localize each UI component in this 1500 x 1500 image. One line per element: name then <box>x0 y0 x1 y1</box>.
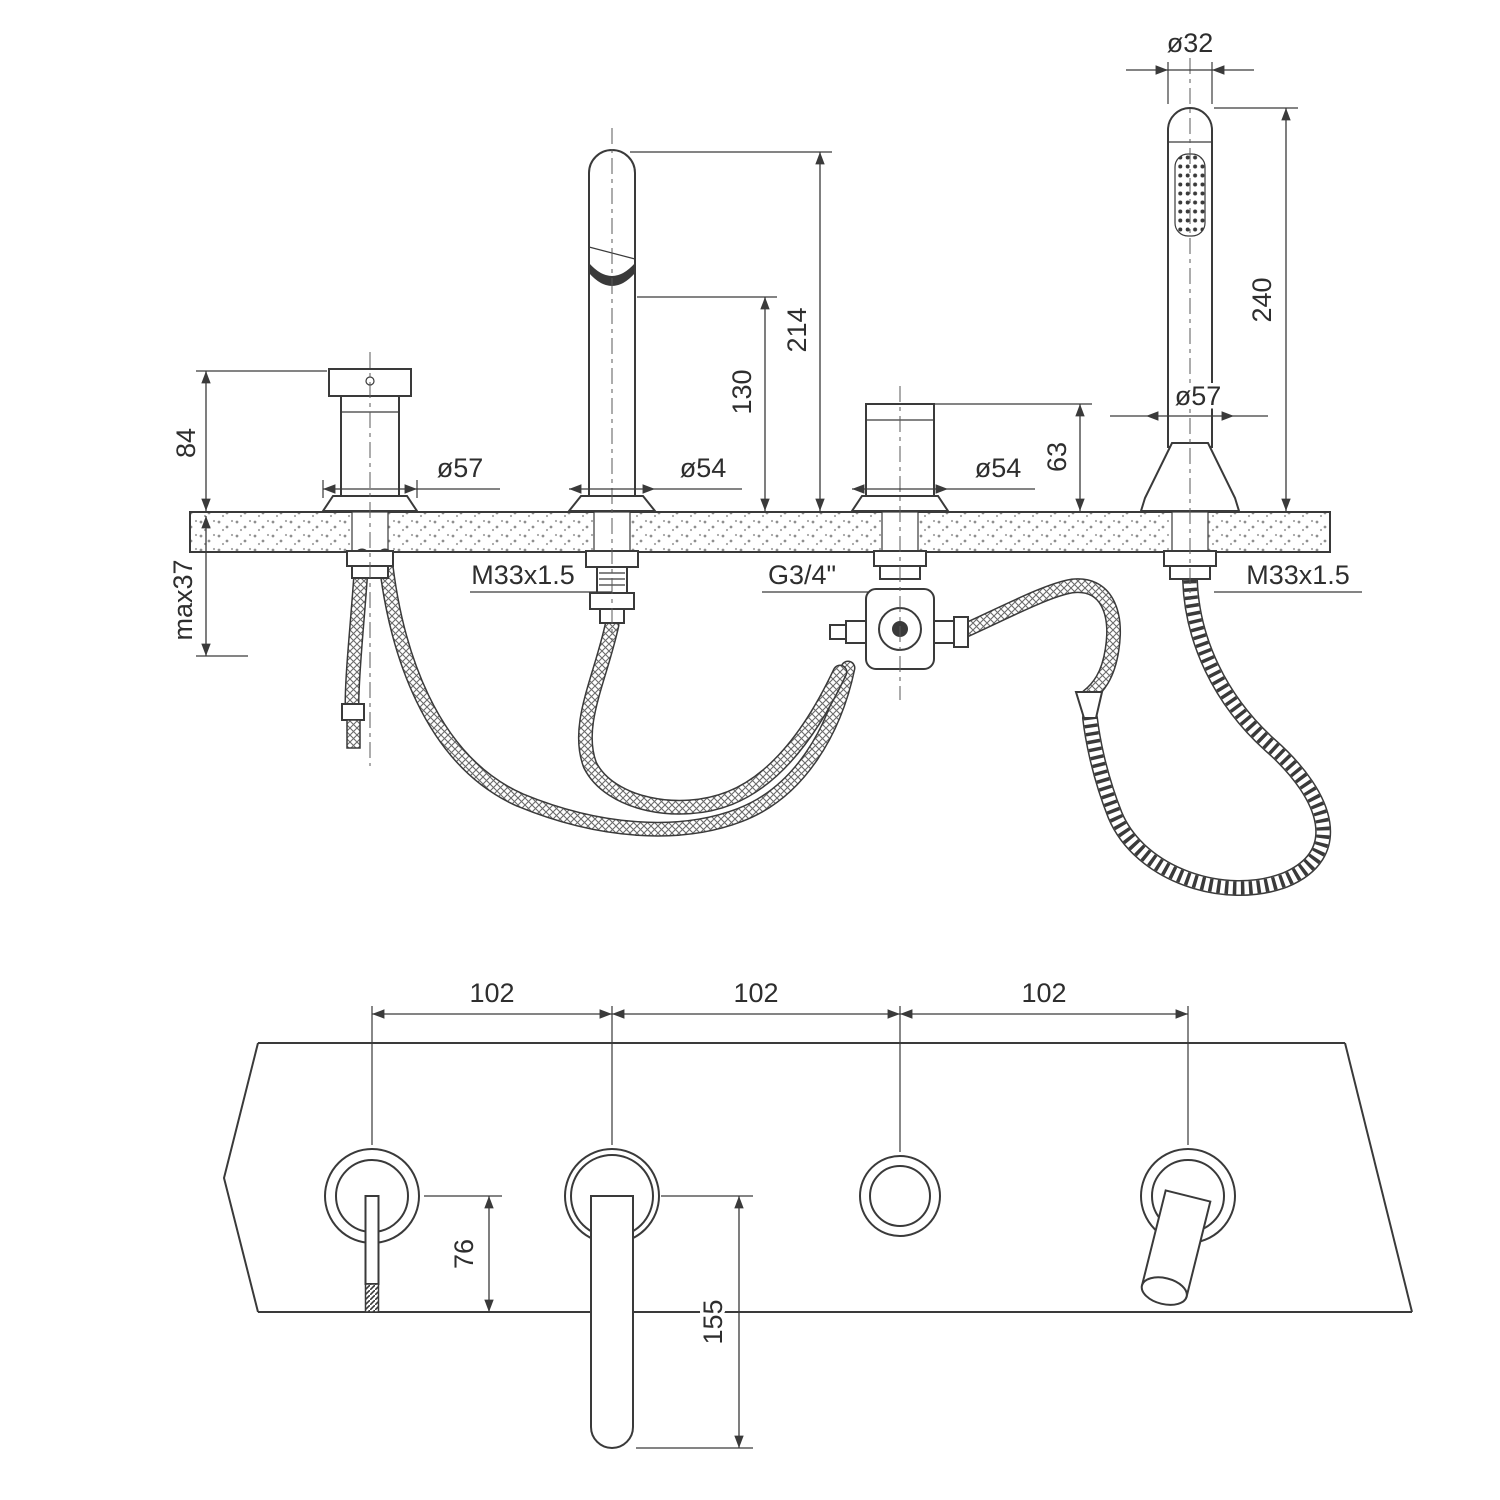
dim-label-holder-dia: ø57 <box>1175 381 1222 411</box>
plan-view: 102 102 102 76 155 <box>222 975 1413 1449</box>
hoses <box>341 548 1332 896</box>
dim-label-handle-dia: ø57 <box>437 453 484 483</box>
dim-label-lever-reach: 76 <box>449 1239 479 1269</box>
dim-label-spout-total-height: 214 <box>782 307 812 352</box>
thread-label-shower: M33x1.5 <box>1246 560 1350 590</box>
dim-label-deck-max: max37 <box>168 559 198 640</box>
hose-tail <box>346 719 361 749</box>
spout-outlet <box>589 263 635 286</box>
hose-cone-fitting <box>1074 691 1104 719</box>
dim-label-shower-length: 240 <box>1247 277 1277 322</box>
dim-label-handle-height: 84 <box>171 428 201 458</box>
valve-port-left <box>845 620 867 644</box>
deck-slab <box>189 511 1331 553</box>
dim-label-spout-dia: ø54 <box>680 453 727 483</box>
hose-nut <box>341 703 365 721</box>
dim-label-spout-outlet-height: 130 <box>727 369 757 414</box>
valve-port-left-cap <box>829 624 847 640</box>
dim-label-pitch-3: 102 <box>1021 978 1066 1008</box>
braided-hose <box>379 550 854 836</box>
spiral-shower-hose <box>1083 579 1330 895</box>
plan-fixtures <box>324 1148 1236 1449</box>
valve-port-right <box>933 620 955 644</box>
diverter-hole-inner <box>869 1165 931 1227</box>
dim-label-shower-head-dia: ø32 <box>1167 28 1214 58</box>
plan-view-dimensions: 102 102 102 76 155 <box>371 975 1189 1449</box>
braided-hose <box>960 579 1120 702</box>
handle-lever <box>364 1195 380 1285</box>
thread-label-spout: M33x1.5 <box>471 560 575 590</box>
dim-label-pitch-1: 102 <box>469 978 514 1008</box>
centerlines <box>369 58 1191 766</box>
dim-label-diverter-dia: ø54 <box>975 453 1022 483</box>
shower-wand-plan <box>1140 1189 1212 1306</box>
dim-label-pitch-2: 102 <box>733 978 778 1008</box>
dim-label-diverter-height: 63 <box>1042 442 1072 472</box>
thread-label-valve: G3/4" <box>768 560 836 590</box>
braided-hose <box>579 619 846 814</box>
side-view-dimensions: 84 max37 ø57 ø54 130 214 <box>165 25 1362 657</box>
valve-port-right-cap <box>953 616 969 648</box>
shower-holder-cone <box>1139 442 1241 512</box>
spout-plan-tube <box>590 1195 634 1449</box>
side-view: 84 max37 ø57 ø54 130 214 <box>165 25 1362 896</box>
diverter-base-flange <box>850 495 950 512</box>
dim-label-spout-reach: 155 <box>698 1299 728 1344</box>
handle-lever-tip <box>364 1283 380 1313</box>
